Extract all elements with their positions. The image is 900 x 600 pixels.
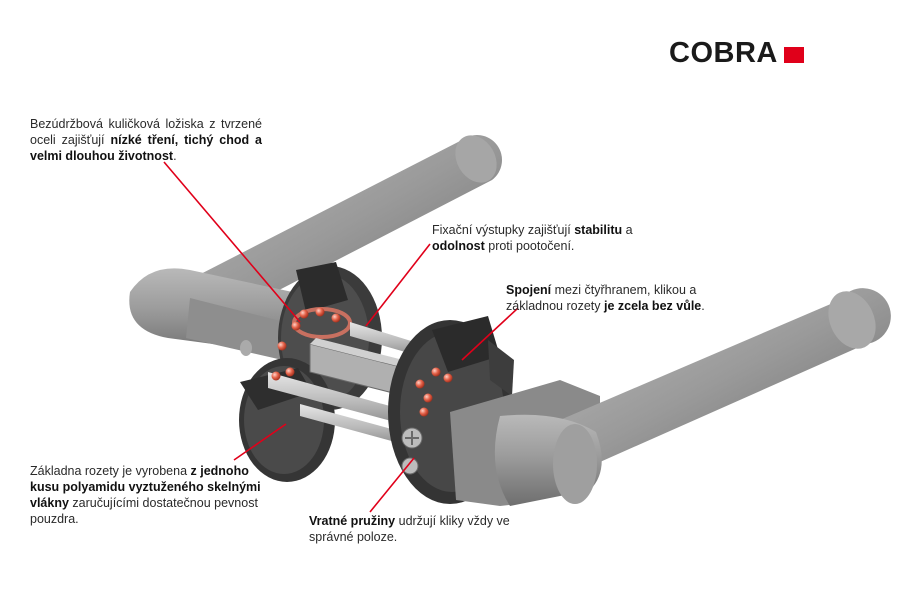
callout-fixing-lugs: Fixační výstupky zajišťují stabilitu a o… — [432, 222, 648, 254]
logo-red-square — [783, 43, 804, 63]
bearing-balls — [271, 307, 453, 417]
cobra-logo: COBRA — [669, 36, 804, 69]
leader-line-base — [233, 423, 287, 461]
leader-line-spring — [369, 457, 415, 513]
logo-wordmark: COBRA — [669, 36, 778, 69]
fixing-pin — [240, 340, 252, 356]
leader-line-fix — [365, 243, 431, 327]
callout-emphasis: nízké tření, tichý chod a velmi dlouhou … — [30, 133, 262, 163]
callout-text: Fixační výstupky zajišťují — [432, 223, 575, 237]
callout-emphasis: stabilitu — [574, 223, 623, 237]
callout-emphasis: Spojení — [506, 283, 552, 297]
leader-line-bearings — [163, 161, 301, 323]
right-handle-lever — [450, 288, 891, 506]
callout-emphasis: je zcela bez vůle — [603, 299, 702, 313]
callout-text: a — [622, 223, 633, 237]
callout-text: Bezúdržbová kuličková ložiska z tvrzené … — [30, 117, 262, 147]
callout-text: Základna rozety je vyrobena — [30, 464, 191, 478]
callout-leader-lines — [163, 161, 519, 513]
callout-return-springs: Vratné pružiny udržují kliky vždy ve spr… — [309, 513, 549, 545]
callout-text: proti pootočení. — [484, 239, 575, 253]
callout-text: zaručujícími dostatečnou pevnost pouzdra… — [30, 496, 258, 526]
callout-rosette-base: Základna rozety je vyrobena z jednoho ku… — [30, 463, 270, 527]
callout-emphasis: Vratné pružiny — [309, 514, 396, 528]
leader-line-join — [461, 307, 519, 361]
callout-text: . — [701, 299, 705, 313]
callout-spindle-joint: Spojení mezi čtyřhranem, klikou a základ… — [506, 282, 728, 314]
callout-ball-bearings: Bezúdržbová kuličková ložiska z tvrzené … — [30, 116, 262, 164]
callout-text: mezi čtyřhranem, klikou a základnou roze… — [506, 283, 697, 313]
callout-emphasis: odolnost — [432, 239, 485, 253]
callout-emphasis: z jednoho kusu polyamidu vyztuženého ske… — [30, 464, 261, 510]
callout-text: . — [173, 149, 177, 163]
callout-text: udržují kliky vždy ve správné poloze. — [309, 514, 510, 544]
